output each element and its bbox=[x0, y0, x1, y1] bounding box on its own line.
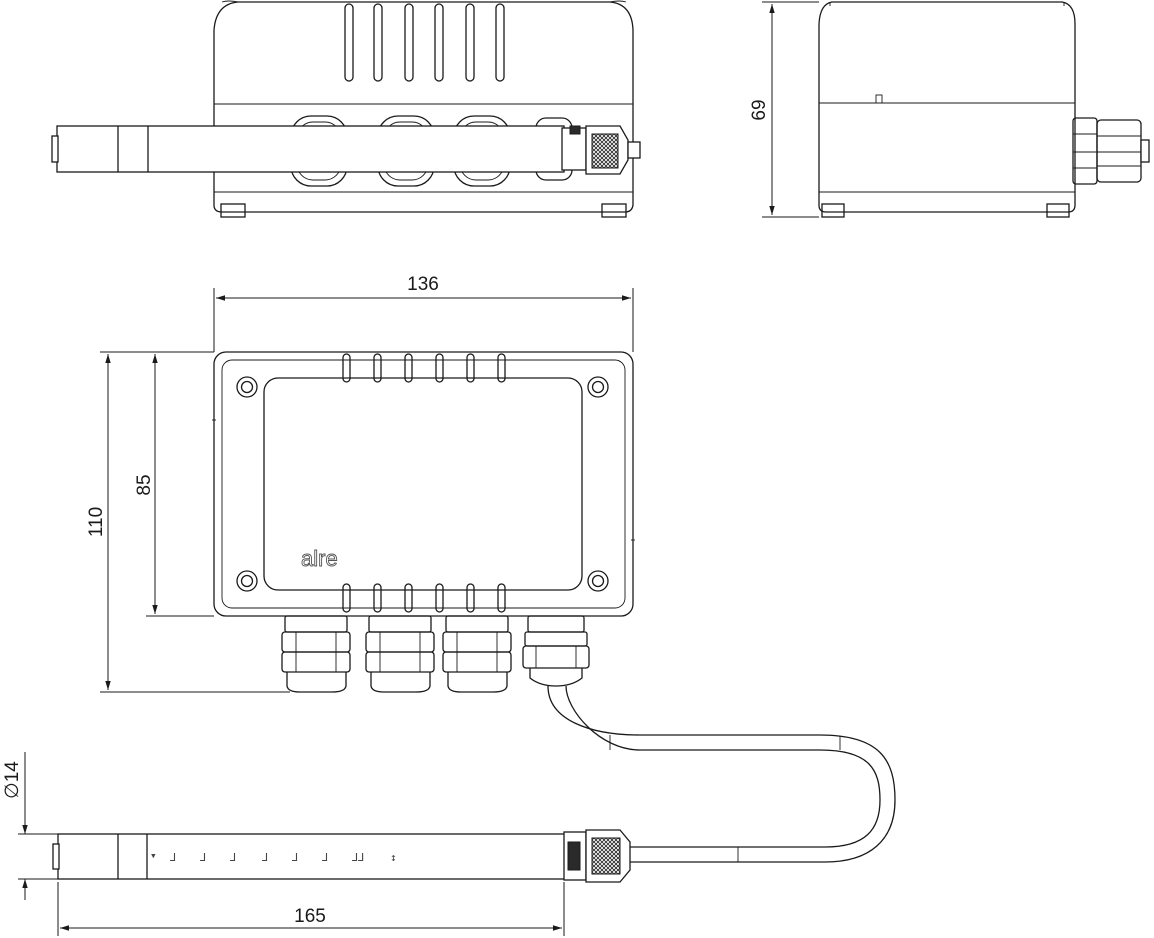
top-gland-1 bbox=[281, 615, 351, 693]
svg-text:⅃: ⅃ bbox=[322, 851, 328, 864]
side-view: 69 bbox=[749, 1, 1150, 218]
probe-markings: ▾ ⅃ ⅃ ⅃ ⅃ ⅃ ⅃ ⅃⅃ ↕ bbox=[150, 849, 397, 864]
screws bbox=[236, 376, 609, 592]
side-gland bbox=[1072, 117, 1150, 185]
svg-text:▾: ▾ bbox=[150, 849, 157, 862]
probe-cable bbox=[547, 685, 896, 863]
svg-text:⅃⅃: ⅃⅃ bbox=[352, 851, 364, 864]
top-gland-2 bbox=[365, 615, 435, 693]
dim-height-inner: 85 bbox=[134, 354, 214, 617]
svg-text:⅃: ⅃ bbox=[200, 851, 206, 864]
dim-label-110: 110 bbox=[86, 507, 107, 537]
top-view: 136 110 85 bbox=[86, 274, 896, 863]
dim-label-136: 136 bbox=[407, 274, 439, 295]
dim-height-side: 69 bbox=[749, 1, 819, 218]
dim-height-outer: 110 bbox=[86, 351, 290, 693]
front-probe bbox=[51, 125, 641, 175]
dim-label-165: 165 bbox=[294, 906, 326, 927]
dim-probe-diameter: ∅14 bbox=[2, 752, 58, 900]
brand-logo: alre bbox=[301, 546, 338, 571]
front-vent-slots bbox=[344, 3, 505, 82]
svg-text:⅃: ⅃ bbox=[262, 851, 268, 864]
dim-label-85: 85 bbox=[134, 474, 155, 495]
svg-text:↕: ↕ bbox=[390, 851, 397, 864]
dim-label-69: 69 bbox=[749, 99, 770, 120]
front-view bbox=[51, 0, 641, 218]
svg-text:⅃: ⅃ bbox=[230, 851, 236, 864]
svg-text:⅃: ⅃ bbox=[292, 851, 298, 864]
top-gland-4 bbox=[522, 615, 590, 687]
top-gland-3 bbox=[442, 615, 512, 693]
dim-probe-length: 165 bbox=[57, 882, 565, 936]
probe-view: ∅14 ▾ ⅃ ⅃ ⅃ ⅃ ⅃ ⅃ ⅃⅃ ↕ 165 bbox=[2, 752, 631, 936]
top-vent-slots-lower bbox=[342, 583, 506, 613]
dim-label-d14: ∅14 bbox=[2, 761, 23, 799]
top-vent-slots-upper bbox=[342, 353, 506, 383]
svg-text:⅃: ⅃ bbox=[170, 851, 176, 864]
dim-width-top: 136 bbox=[213, 274, 634, 352]
